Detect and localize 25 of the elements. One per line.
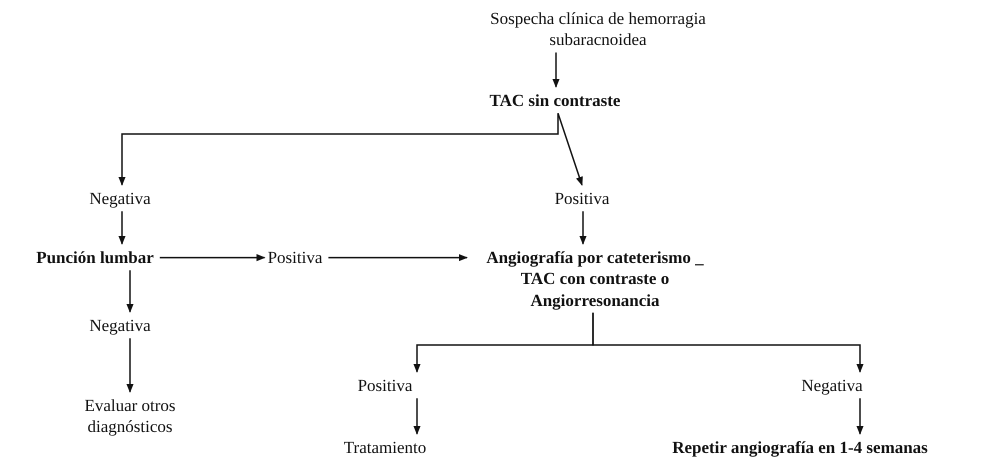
flow-step-text: Tratamiento bbox=[344, 437, 426, 458]
arrow bbox=[579, 211, 587, 245]
arrow bbox=[118, 113, 559, 186]
flow-step-text: Repetir angiografía en 1-4 semanas bbox=[672, 437, 928, 458]
flow-step-text: Positiva bbox=[268, 247, 322, 268]
flow-step-text: Positiva bbox=[554, 188, 610, 210]
arrow bbox=[592, 312, 864, 373]
flow-step-text: TAC sin contraste bbox=[490, 90, 620, 112]
arrow bbox=[118, 211, 126, 245]
arrow bbox=[552, 52, 560, 88]
flow-step-text: Evaluar otros diagnósticos bbox=[70, 395, 190, 438]
flow-step-text: Sospecha clínica de hemorragia subaracnoidea bbox=[478, 8, 718, 50]
arrow bbox=[126, 270, 134, 313]
flow-step-text: Punción lumbar bbox=[36, 247, 154, 268]
flow-step-text: Positiva bbox=[358, 375, 412, 396]
arrow bbox=[557, 113, 583, 186]
flow-step-text: Angiografía por cateterismo _ TAC con contraste o Angiorresonancia bbox=[470, 247, 720, 311]
arrow bbox=[856, 398, 864, 435]
arrow bbox=[160, 254, 266, 262]
flow-step-text: Negativa bbox=[89, 188, 151, 210]
arrow bbox=[328, 254, 468, 262]
arrow bbox=[413, 398, 421, 435]
flow-step-text: Negativa bbox=[801, 375, 863, 396]
flow-step-text: Negativa bbox=[89, 315, 151, 336]
arrow bbox=[126, 338, 134, 393]
